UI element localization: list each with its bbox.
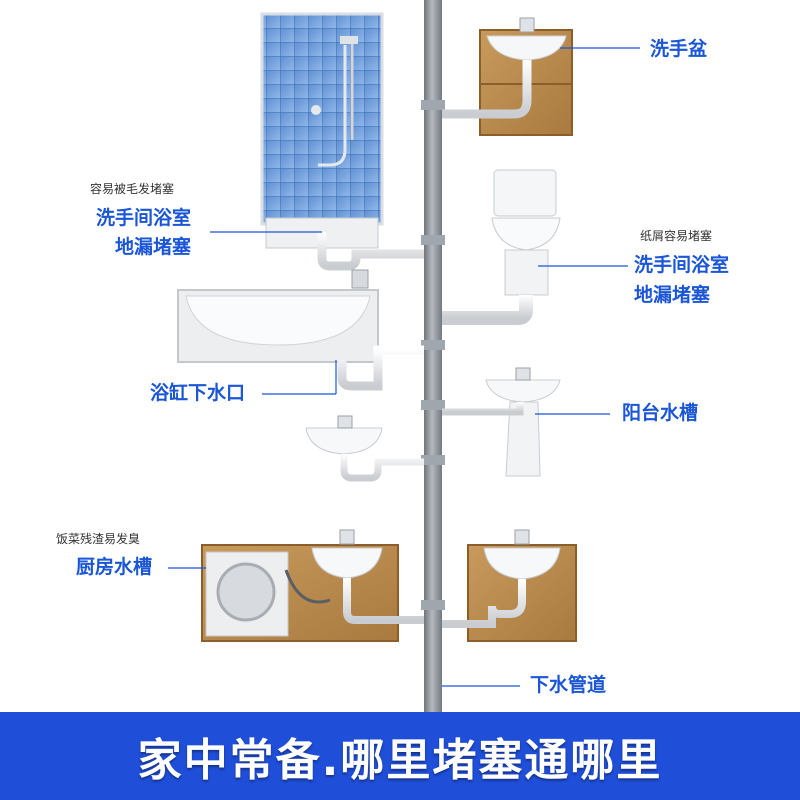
note-paper-clog: 纸屑容易堵塞	[640, 229, 713, 243]
shower-enclosure	[260, 12, 384, 249]
label-bathroom-floor-drain-left-line2: 地漏堵塞	[115, 236, 192, 258]
label-wash-basin: 洗手盆	[650, 38, 708, 60]
wall-sink	[305, 415, 424, 482]
note-hair-clog: 容易被毛发堵塞	[90, 182, 175, 196]
label-kitchen-sink: 厨房水槽	[76, 556, 153, 578]
leader-lines	[168, 47, 640, 687]
kitchen-cabinet-right	[442, 529, 577, 642]
main-sewer-pipe	[421, 0, 445, 712]
note-food-odor: 饭菜残渣易发臭	[56, 532, 141, 546]
plumbing-diagram	[168, 0, 640, 712]
banner-text: 家中常备.哪里堵塞通哪里	[137, 735, 663, 786]
bathtub	[177, 269, 424, 391]
toilet	[442, 169, 561, 325]
balcony-pedestal-sink	[442, 367, 561, 477]
label-bathroom-floor-drain-left-line1: 洗手间浴室	[96, 207, 192, 229]
label-bathroom-floor-drain-right-line1: 洗手间浴室	[634, 254, 730, 276]
label-sewer-pipe: 下水管道	[530, 674, 607, 696]
label-bathtub-drain: 浴缸下水口	[150, 382, 246, 404]
wash-basin-cabinet	[442, 17, 573, 136]
bottom-banner: 家中常备.哪里堵塞通哪里	[0, 712, 800, 800]
kitchen-cabinet	[201, 529, 424, 642]
label-balcony-sink: 阳台水槽	[622, 402, 699, 424]
label-bathroom-floor-drain-right-line2: 地漏堵塞	[634, 284, 711, 306]
